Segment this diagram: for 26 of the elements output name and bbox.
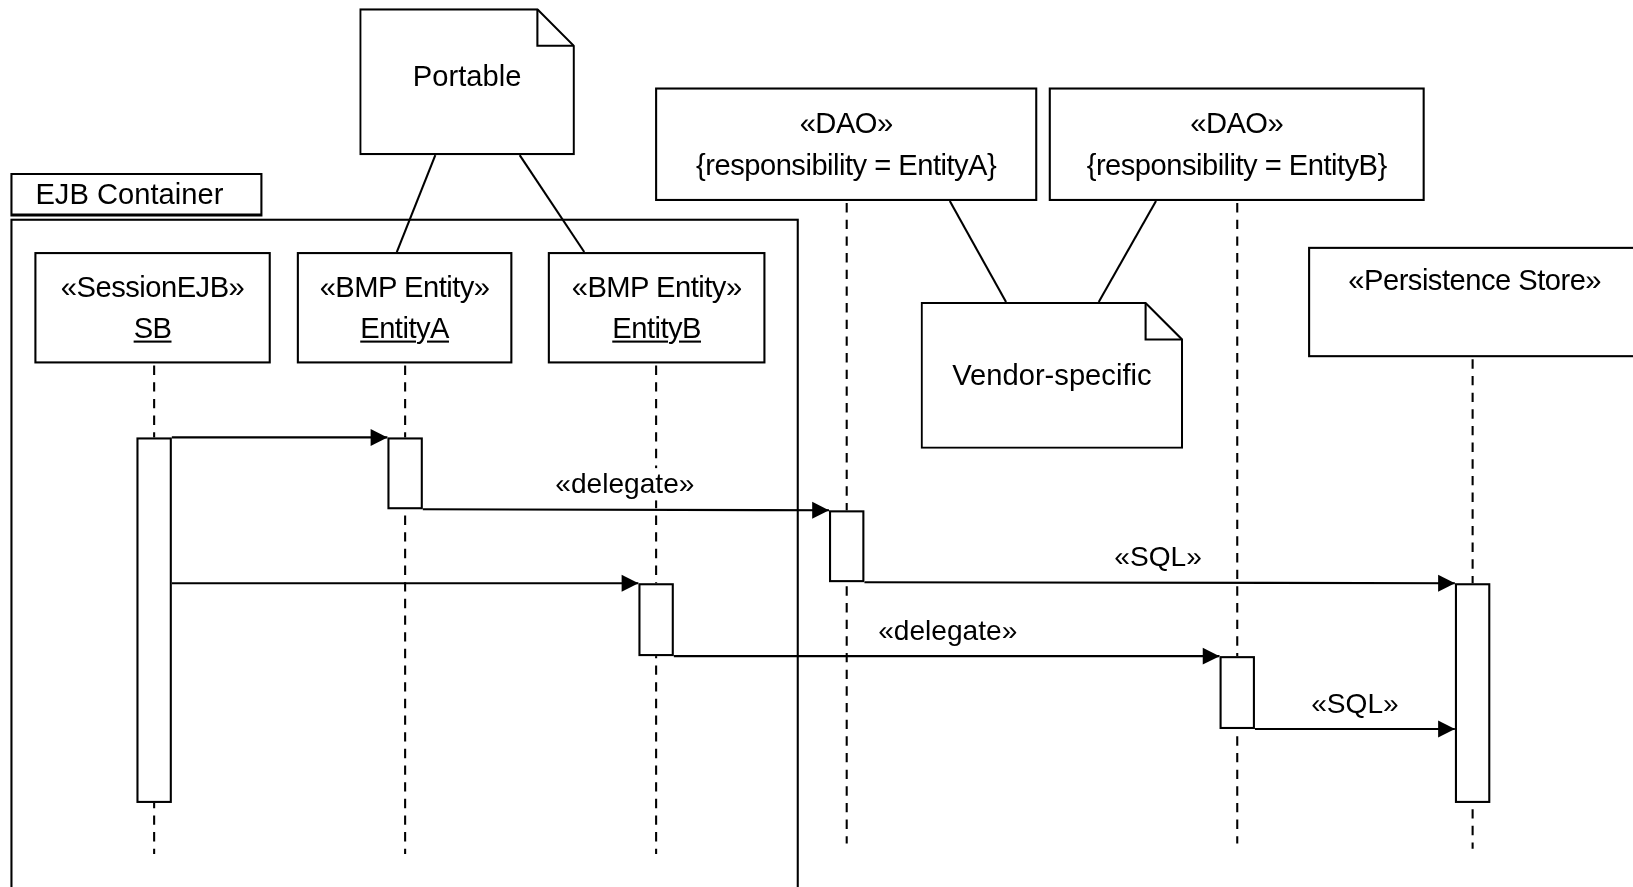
frame-tab-label: EJB Container [10,172,263,217]
message-arrow [171,574,639,592]
note-shape: Vendor-specific [920,302,1184,449]
message-arrow [864,574,1455,592]
activation-bar [638,583,674,657]
activation-bar [1219,656,1255,729]
note-connector [1097,200,1157,303]
activation-bar [136,437,172,803]
message-arrow [1254,720,1455,738]
lifeline-header: «Persistence Store» [1308,246,1633,358]
lifeline-header: «BMP Entity» EntityB [547,252,766,364]
note-connector [518,154,586,253]
lifeline-header: «BMP Entity» EntityA [296,252,513,364]
note-shape: Portable [359,8,575,156]
activation-bar [387,437,423,510]
activation-bar [829,510,865,583]
edge-label: «delegate» [553,468,697,501]
lifeline-header: «DAO» {responsibility = EntityB} [1048,87,1425,201]
lifeline-header: «SessionEJB» SB [34,252,271,364]
activation-bar [1454,583,1491,803]
message-arrow [673,647,1220,665]
note-connector [948,200,1007,303]
note-connector [395,154,437,253]
message-arrow [171,429,388,446]
message-arrow [422,501,830,519]
lifeline-header: «DAO» {responsibility = EntityA} [655,87,1038,201]
